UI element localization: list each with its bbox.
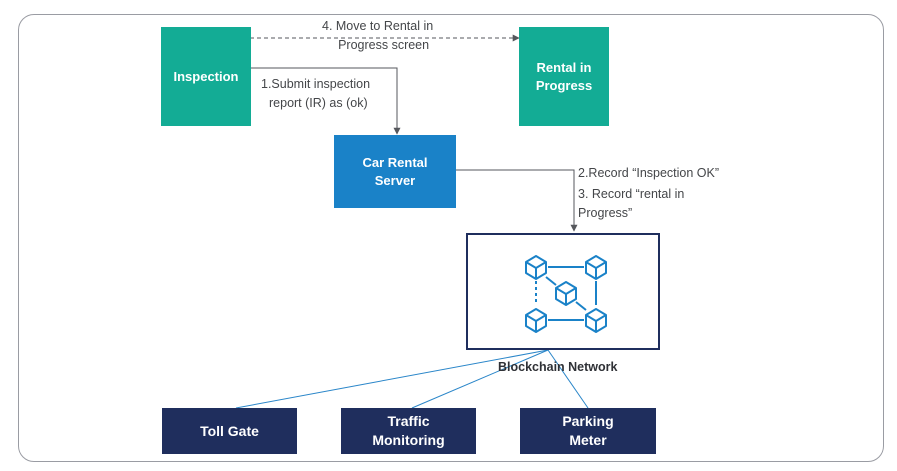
toll-gate-label: Toll Gate [200, 422, 259, 439]
arrow-step1 [250, 67, 401, 135]
step2-label: 2.Record “Inspection OK” [578, 166, 720, 180]
link-toll-gate [235, 349, 549, 409]
parking-meter-node: Parking Meter [520, 408, 656, 454]
parking-meter-label: Parking Meter [562, 413, 614, 448]
rental-in-progress-label: Rental in Progress [535, 59, 593, 93]
blockchain-cubes-icon [525, 255, 607, 333]
rental-in-progress-node: Rental in Progress [519, 27, 609, 126]
inspection-label: Inspection [173, 68, 239, 84]
traffic-monitoring-label: Traffic Monitoring [372, 413, 445, 448]
toll-gate-node: Toll Gate [162, 408, 297, 454]
link-parking-meter [547, 349, 589, 409]
diagram-frame [18, 14, 884, 462]
car-rental-server-node: Car Rental Server [334, 135, 456, 208]
car-rental-server-label: Car Rental Server [362, 154, 428, 188]
step3-label: 3. Record “rental in Progress” [578, 187, 685, 220]
step4-label: 4. Move to Rental in Progress screen [322, 19, 434, 52]
step1-label: 1.Submit inspection report (IR) as (ok) [261, 77, 371, 110]
blockchain-network-label: Blockchain Network [498, 360, 618, 374]
blockchain-node [466, 233, 660, 350]
arrow-step2-3 [456, 169, 578, 232]
inspection-node: Inspection [161, 27, 251, 126]
link-traffic-monitoring [411, 349, 549, 409]
traffic-monitoring-node: Traffic Monitoring [341, 408, 476, 454]
